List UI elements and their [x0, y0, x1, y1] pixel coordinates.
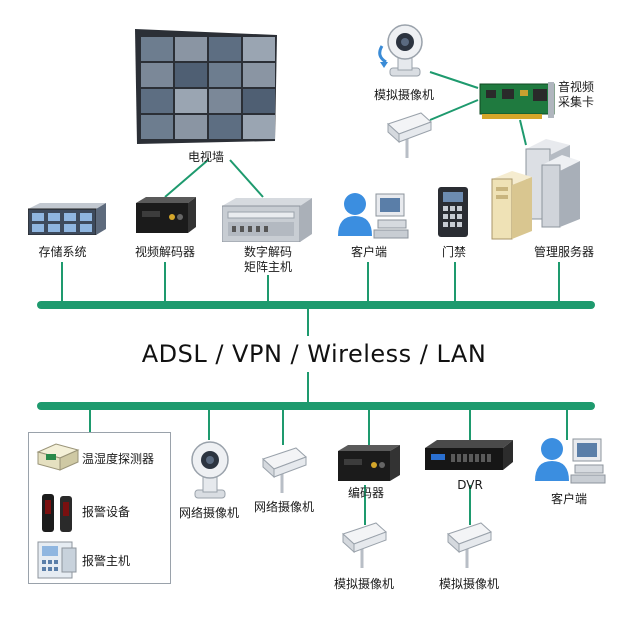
encoder-icon [336, 445, 402, 485]
tv-screen-cell [141, 115, 173, 139]
tv-wall-image [133, 27, 279, 146]
ip-bullet-camera-label: 网络摄像机 [253, 500, 314, 514]
tv-screen-cell [209, 89, 241, 113]
client-user-icon [338, 190, 410, 242]
server-icon [490, 135, 582, 245]
tv-screen-cell [175, 89, 207, 113]
alarm-host-icon [36, 540, 80, 580]
tv-screen-cell [209, 63, 241, 87]
tv-screen-cell [141, 89, 173, 113]
tv-screen-cell [209, 37, 241, 61]
tv-screen-cell [243, 89, 275, 113]
ptz-camera-icon [376, 18, 432, 80]
client-label-top: 客户端 [350, 245, 387, 259]
storage-label: 存储系统 [38, 245, 87, 259]
tv-screen-cell [175, 115, 207, 139]
matrix-host-label-line2: 矩阵主机 [243, 260, 292, 274]
tv-screen-cell [243, 63, 275, 87]
tv-screen-cell [141, 37, 173, 61]
tv-screen-cell [141, 63, 173, 87]
access-control-icon [437, 186, 469, 238]
ip-dome-camera-label: 网络摄像机 [178, 506, 239, 520]
capture-card-label-line1: 音视频 [558, 80, 595, 94]
ip-bullet-camera-icon [260, 445, 310, 495]
capture-card-icon [478, 80, 558, 122]
matrix-host-label: 数字解码 矩阵主机 [232, 245, 304, 275]
alarm-host-label: 报警主机 [82, 554, 131, 568]
client-label-bottom: 客户端 [550, 492, 587, 506]
encoder-label: 编码器 [347, 486, 384, 500]
capture-card-label-line2: 采集卡 [558, 95, 595, 109]
tv-screen-cell [175, 37, 207, 61]
bullet-camera-icon [385, 110, 435, 160]
dvr-label: DVR [457, 478, 483, 492]
client-user-icon-bottom [535, 435, 607, 487]
tv-screen-cell [243, 37, 275, 61]
analog-camera-icon-2 [445, 520, 495, 570]
video-decoder-label: 视频解码器 [134, 245, 195, 259]
sensor-icon [36, 442, 80, 474]
top-network-bus [37, 301, 595, 309]
capture-card-label: 音视频 采集卡 [558, 80, 618, 110]
analog-camera-label-top: 模拟摄像机 [373, 88, 434, 102]
sensor-label: 温湿度探测器 [82, 452, 155, 466]
ip-dome-camera-icon [187, 436, 233, 502]
alarm-device-label: 报警设备 [82, 505, 131, 519]
dvr-icon [423, 440, 515, 472]
analog-camera-icon-1 [340, 520, 390, 570]
video-decoder-icon [132, 197, 198, 237]
analog-camera-label-2: 模拟摄像机 [438, 577, 499, 591]
matrix-host-icon [221, 198, 312, 243]
analog-camera-label-1: 模拟摄像机 [333, 577, 394, 591]
matrix-host-label-line1: 数字解码 [243, 245, 292, 259]
tv-screen-cell [209, 115, 241, 139]
tv-wall-label: 电视墙 [187, 150, 224, 164]
access-control-label: 门禁 [441, 245, 466, 259]
alarm-device-icon [40, 492, 76, 534]
tv-screen-cell [175, 63, 207, 87]
server-label: 管理服务器 [533, 245, 594, 259]
storage-array-icon [27, 203, 106, 236]
tv-screen-cell [243, 115, 275, 139]
network-protocols-label: ADSL / VPN / Wireless / LAN [141, 340, 487, 368]
bottom-network-bus [37, 402, 595, 410]
